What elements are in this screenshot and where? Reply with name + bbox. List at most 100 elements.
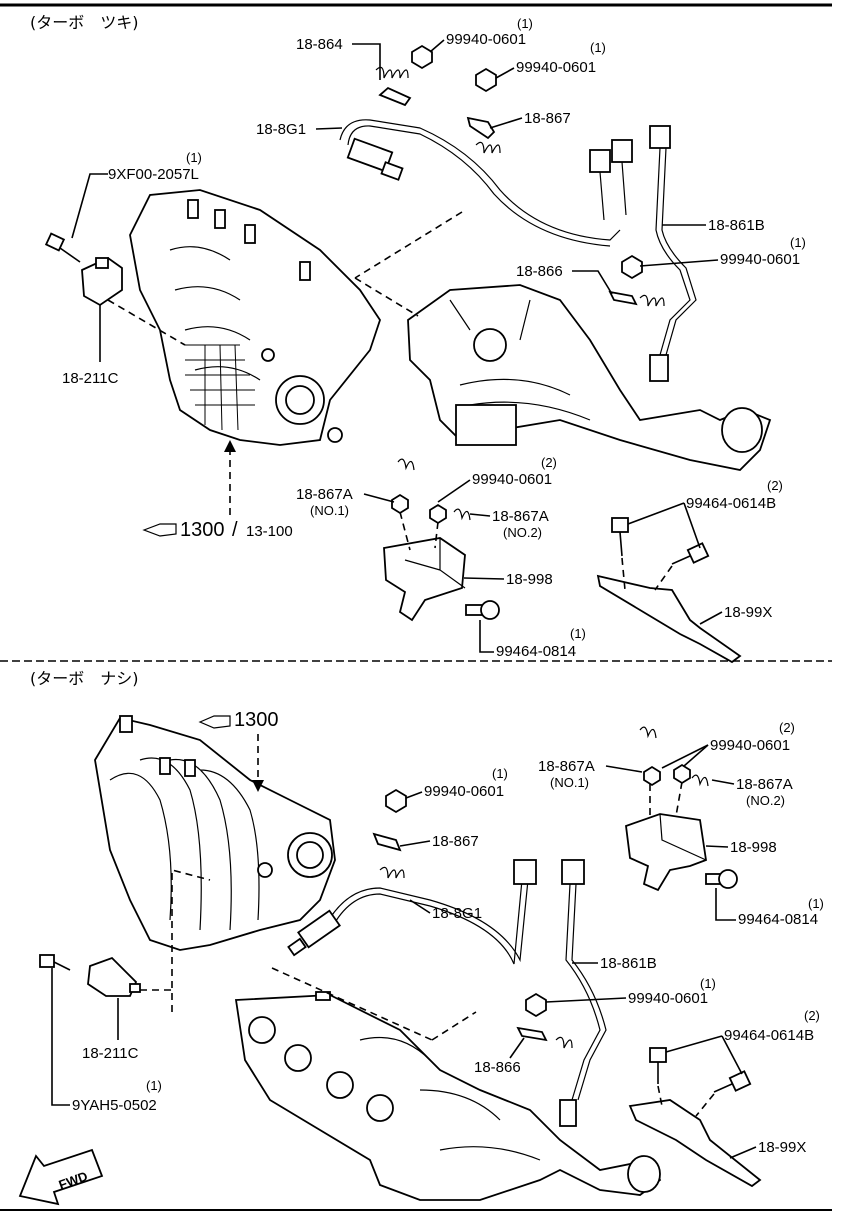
label-nut3-top: 99940-0601	[720, 251, 800, 268]
label-18-864: 18-864	[296, 36, 343, 53]
qty-nut3-top: (1)	[790, 235, 806, 250]
arrow-ref-1300-top	[224, 440, 236, 452]
label-nut4-top: 99940-0601	[472, 471, 552, 488]
label-nut1-top: 99940-0601	[446, 31, 526, 48]
leader-bolt2-top-a	[627, 502, 685, 525]
label-no2-bottom: (NO.2)	[746, 793, 785, 808]
label-18-8g1-bottom: 18-8G1	[432, 905, 482, 922]
qty-bolt1-bottom: (1)	[808, 896, 824, 911]
leader-nut1-top	[429, 39, 445, 53]
leader-9yah5	[51, 968, 70, 1106]
label-9xf00-2057l: 9XF00-2057L	[108, 166, 199, 183]
qty-nut1-top: (1)	[517, 16, 533, 31]
ref-1300-bottom: 1300	[234, 709, 279, 731]
leader-18-99x-bottom	[729, 1146, 757, 1159]
ref-13-100: 13-100	[246, 523, 293, 540]
leader-bolt2-bottom-b	[721, 1035, 743, 1075]
label-9yah5-0502: 9YAH5-0502	[72, 1097, 157, 1114]
leader-18-867a-no2-top	[469, 513, 491, 517]
dash-o2-bottom	[271, 967, 433, 1041]
leader-nut1-bottom	[405, 791, 423, 799]
label-18-867a-no2-top: 18-867A	[492, 508, 549, 525]
leader-nut2-bottom	[545, 997, 627, 1003]
label-18-211c-top: 18-211C	[62, 370, 119, 387]
leader-bolt2-top-b	[683, 502, 701, 549]
label-18-867a-no1-top: 18-867A	[296, 486, 353, 503]
leader-18-99x-top	[699, 611, 723, 625]
section-title-no-turbo: (ターボ ナシ)	[30, 669, 139, 688]
label-18-99x-top: 18-99X	[724, 604, 772, 621]
label-18-99x-bottom: 18-99X	[758, 1139, 806, 1156]
label-no1-top: (NO.1)	[310, 503, 349, 518]
clamp-18-867-top	[466, 116, 501, 154]
label-18-866-top: 18-866	[516, 263, 563, 280]
intake-manifold-top	[129, 189, 381, 446]
nut-1-top	[411, 44, 433, 70]
leader-nut3-top	[639, 259, 719, 267]
qty-bolt2-top: (2)	[767, 478, 783, 493]
exhaust-manifold-bottom	[234, 991, 662, 1201]
leader-9xf00	[71, 173, 108, 239]
nut-1-bottom	[385, 788, 407, 814]
leader-18-864	[352, 43, 381, 80]
leader-bolt2-bottom-a	[665, 1035, 723, 1053]
dash-o2-top	[354, 211, 463, 279]
fwd-arrow-icon: FWD	[18, 1148, 104, 1206]
o2-sensor-upstream-bottom	[287, 859, 537, 965]
label-nut3-bottom: 99940-0601	[710, 737, 790, 754]
leader-nut3-bottom-b	[683, 744, 709, 767]
bracket-18-998-top	[383, 458, 500, 622]
o2-sensor-downstream-top	[649, 125, 697, 382]
label-18-867-top: 18-867	[524, 110, 571, 127]
bolt-9yah5	[39, 954, 71, 971]
leader-bolt1-top	[479, 620, 494, 653]
ref-slash: /	[232, 519, 238, 541]
bracket-18-998-bottom	[625, 726, 738, 892]
o2-sensor-downstream-bottom	[559, 859, 607, 1127]
qty-nut1-bottom: (1)	[492, 766, 508, 781]
arrow-ref-1300-bottom	[252, 780, 264, 792]
qty-nut2-bottom: (1)	[700, 976, 716, 991]
label-nut2-top: 99940-0601	[516, 59, 596, 76]
label-bolt2-bottom: 99464-0614B	[724, 1027, 814, 1044]
leader-18-866-bottom	[509, 1037, 525, 1059]
qty-bolt2-bottom: (2)	[804, 1008, 820, 1023]
leader-18-867a-no2-bottom	[711, 779, 735, 785]
label-18-866-bottom: 18-866	[474, 1059, 521, 1076]
qty-bolt1-top: (1)	[570, 626, 586, 641]
exhaust-manifold-turbo	[407, 284, 772, 471]
nut-2-top	[475, 67, 497, 93]
dash-o2-top-2	[354, 277, 419, 317]
section-title-turbo: (ターボ ツキ)	[30, 13, 139, 32]
clamp-18-866-bottom	[516, 1026, 573, 1049]
label-bolt2-top: 99464-0614B	[686, 495, 776, 512]
leader-18-998-bottom	[705, 845, 729, 848]
map-sensor-top	[81, 256, 123, 307]
label-nut2-bottom: 99940-0601	[628, 990, 708, 1007]
label-18-211c-bottom: 18-211C	[82, 1045, 139, 1062]
qty-9xf00: (1)	[186, 150, 202, 165]
leader-nut2-top	[495, 67, 515, 79]
clamp-18-867-bottom	[372, 832, 405, 879]
hand-pointer-icon-bottom	[198, 715, 231, 729]
leader-nut3-bottom-a	[661, 744, 709, 769]
leader-18-8g1-top	[315, 127, 343, 130]
leader-18-867a-no1-top	[363, 493, 395, 503]
label-no1-bottom: (NO.1)	[550, 775, 589, 790]
label-bolt1-bottom: 99464-0814	[738, 911, 818, 928]
label-18-861b-bottom: 18-861B	[600, 955, 657, 972]
qty-9yah5: (1)	[146, 1078, 162, 1093]
nut-3-top	[621, 254, 643, 280]
label-18-867a-no1-bottom: 18-867A	[538, 758, 595, 775]
bracket-18-99x-bottom	[628, 1047, 762, 1188]
leader-18-8g1-bottom	[409, 899, 431, 914]
leader-18-866-top	[572, 270, 613, 295]
leader-18-867-top	[489, 117, 523, 129]
leader-18-998-top	[463, 577, 505, 580]
clamp-18-866-top	[608, 290, 665, 307]
bolt-9xf00	[44, 232, 81, 263]
leader-18-867-bottom	[399, 840, 431, 847]
o2-sensor-upstream-top	[339, 119, 633, 247]
nut-2-bottom	[525, 992, 547, 1018]
label-18-861b-top: 18-861B	[708, 217, 765, 234]
